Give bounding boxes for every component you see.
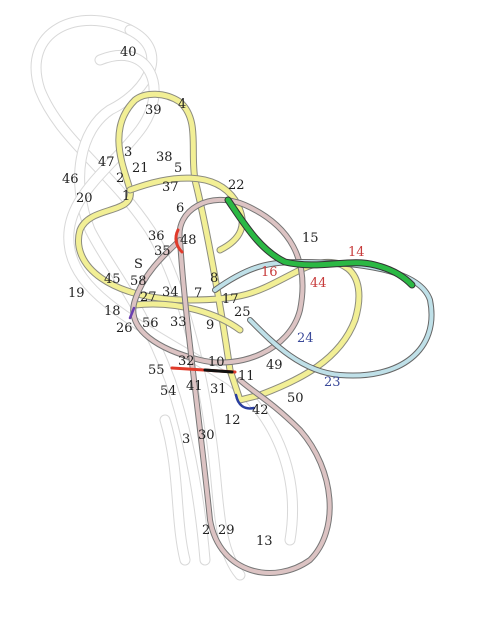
crossing-label: 30 [198,428,215,443]
yellow-strand [75,90,363,404]
crossing-label: 8 [210,271,218,286]
crossing-label: 3 [124,145,132,160]
crossing-label: 2 [202,523,210,538]
crossing-label: 17 [222,292,239,307]
crossing-label: 9 [206,318,214,333]
crossing-label: 41 [186,379,203,394]
crossing-label: 15 [302,231,319,246]
crossing-label: 25 [234,305,251,320]
crossing-label: 27 [140,290,157,305]
crossing-label: 18 [104,304,121,319]
crossing-label: 55 [148,363,165,378]
crossing-label: 13 [256,534,273,549]
crossing-label: 56 [142,316,159,331]
crossing-label: 6 [176,201,184,216]
crossing-label: 42 [252,403,269,418]
green-arc [224,196,416,289]
crossing-label: 1 [122,189,130,204]
red-segment-48 [174,228,184,254]
crossing-label: 34 [162,285,179,300]
crossing-label: 49 [266,358,283,373]
crossing-label: 22 [228,178,245,193]
crossing-label: 10 [208,355,225,370]
accent-segments [128,228,256,410]
crossing-label: 4 [178,97,186,112]
black-segment-10 [203,368,234,374]
crossing-label: 36 [148,229,165,244]
crossing-label: 54 [160,384,177,399]
crossing-label: 16 [261,265,278,280]
crossing-label: 48 [180,233,197,248]
crossing-label: 12 [224,413,241,428]
crossing-label: 46 [62,172,79,187]
crossing-label: 14 [348,245,365,260]
crossing-label: 47 [98,155,115,170]
crossing-label: 2 [116,171,124,186]
crossing-label: 5 [174,161,182,176]
crossing-label: 35 [154,244,171,259]
crossing-label: S [134,257,143,272]
crossing-label: 26 [116,321,133,336]
crossing-label: 58 [130,274,147,289]
crossing-label: 29 [218,523,235,538]
crossing-label: 45 [104,272,121,287]
crossing-label: 37 [162,180,179,195]
crossing-label: 23 [324,375,341,390]
crossing-label: 40 [120,45,137,60]
purple-segment-18 [128,306,136,320]
crossing-label: 3 [182,432,190,447]
crossing-label: 24 [297,331,314,346]
crossing-label: 32 [178,354,195,369]
crossing-label: 44 [310,276,327,291]
crossing-label: 31 [210,382,227,397]
crossing-label: 20 [76,191,93,206]
crossing-label: 7 [194,286,202,301]
crossing-label: 33 [170,315,187,330]
crossing-label: 19 [68,286,85,301]
crossing-label: 38 [156,150,173,165]
dark-blue-segment-42 [234,393,256,410]
crossing-label: 39 [145,103,162,118]
crossing-label: 21 [132,161,149,176]
crossing-label: 50 [287,391,304,406]
crossing-label: 11 [238,369,255,384]
